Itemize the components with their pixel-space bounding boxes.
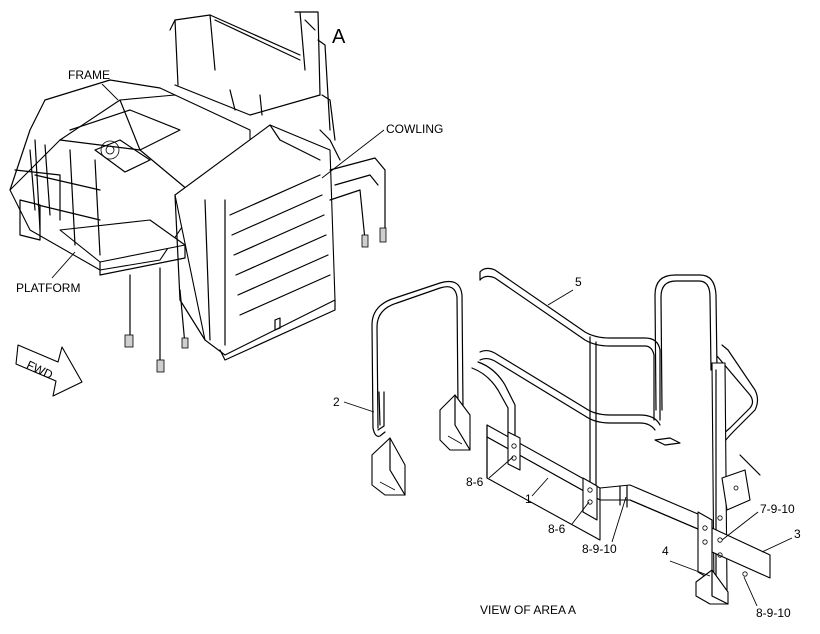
- area-a-label: A: [332, 26, 346, 48]
- machine-overview: FRAME COWLING PLATFORM A FWD: [9, 11, 443, 397]
- callout-8-6-upper: 8-6: [466, 475, 484, 489]
- view-caption: VIEW OF AREA A: [480, 603, 576, 617]
- platform-label: PLATFORM: [16, 281, 80, 295]
- fwd-arrow-icon: FWD: [15, 344, 83, 397]
- frame-label: FRAME: [68, 68, 110, 82]
- callout-5: 5: [575, 275, 582, 289]
- callout-1: 1: [525, 492, 532, 506]
- callout-8-6-lower: 8-6: [548, 522, 566, 536]
- area-a-detail-view: 5 2 8-6 1 8-6 8-9-10 7-9-10 3 4 8-9-10 V…: [333, 267, 801, 620]
- callout-3: 3: [794, 527, 801, 541]
- callout-2: 2: [333, 395, 340, 409]
- callout-8-9-10-right: 8-9-10: [756, 606, 791, 620]
- callout-8-9-10-left: 8-9-10: [582, 542, 617, 556]
- cowling-label: COWLING: [386, 122, 443, 136]
- callout-7-9-10: 7-9-10: [760, 502, 795, 516]
- callout-4: 4: [662, 544, 669, 558]
